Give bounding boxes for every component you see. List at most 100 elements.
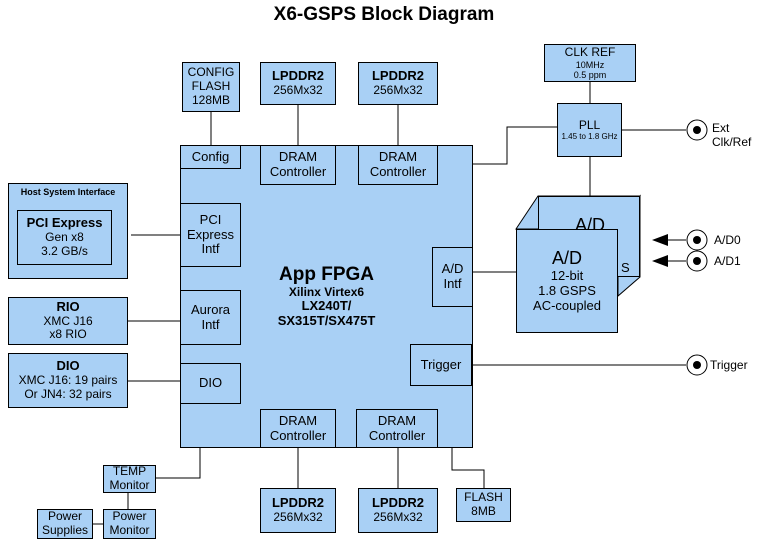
config-flash-line3: 128MB: [191, 92, 231, 107]
ad-intf-block: A/D Intf: [432, 247, 473, 307]
clk-ref-line2: 10MHz: [575, 59, 605, 70]
ad-intf-line2: Intf: [443, 276, 462, 291]
lpddr-br-size: 256Mx32: [373, 510, 423, 525]
ad0-label: A/D0: [714, 233, 741, 247]
fpga-title: App FPGA: [279, 263, 374, 285]
lpddr-bl-name: LPDDR2: [271, 495, 324, 511]
lpddr2-top-right: LPDDR2 256Mx32: [358, 62, 438, 105]
pci-express-title: PCI Express: [26, 215, 103, 231]
rio-line1: XMC J16: [43, 313, 93, 328]
power-supplies-line1: Power: [47, 509, 82, 524]
dio-intf-block: DIO: [180, 363, 241, 404]
ad-back-line1: S: [621, 260, 630, 275]
clk-ref-line3: 0.5 ppm: [573, 69, 607, 80]
line-flash: [451, 448, 485, 488]
fpga-line1: Xilinx Virtex6: [288, 284, 365, 299]
flash-block: FLASH 8MB: [456, 488, 511, 522]
temp-monitor-block: TEMP Monitor: [103, 464, 156, 493]
dio-line1: XMC J16: 19 pairs: [18, 373, 118, 388]
dram-tr-line2: Controller: [369, 164, 427, 179]
arrow-ad0: [652, 234, 668, 246]
config-flash-line2: FLASH: [191, 79, 231, 94]
pci-intf-line1: PCI: [199, 211, 222, 227]
diagram-title: X6-GSPS Block Diagram: [273, 4, 495, 25]
dio-line2: Or JN4: 32 pairs: [24, 386, 112, 401]
connectors: [686, 119, 708, 376]
dram-controller-bottom-right: DRAM Controller: [356, 409, 438, 448]
trigger-label: Trigger: [710, 358, 748, 372]
pci-express-bandwidth: 3.2 GB/s: [41, 243, 88, 258]
dram-controller-bottom-left: DRAM Controller: [260, 409, 336, 448]
ad-front-line1: 12-bit: [550, 267, 584, 283]
dram-bl-line2: Controller: [269, 427, 327, 443]
dram-controller-top-left: DRAM Controller: [260, 145, 336, 185]
dram-br-line1: DRAM: [377, 412, 417, 428]
dio-block: DIO XMC J16: 19 pairs Or JN4: 32 pairs: [8, 353, 128, 408]
aurora-intf-block: Aurora Intf: [180, 290, 241, 345]
power-monitor-line1: Power: [112, 509, 147, 524]
power-supplies-line2: Supplies: [41, 523, 89, 537]
dram-br-line2: Controller: [368, 427, 426, 443]
trigger-block-label: Trigger: [420, 356, 462, 372]
power-supplies-block: Power Supplies: [37, 509, 93, 539]
dio-title: DIO: [56, 358, 80, 374]
pci-intf-line3: Intf: [201, 241, 220, 257]
dram-controller-top-right: DRAM Controller: [358, 145, 438, 185]
pll-line2: 1.45 to 1.8 GHz: [561, 132, 618, 142]
flash-line2: 8MB: [471, 504, 496, 518]
dram-tl-line1: DRAM: [278, 149, 318, 165]
ad1-label: A/D1: [714, 254, 741, 268]
pci-express-block: PCI Express Gen x8 3.2 GB/s: [17, 210, 112, 265]
ext-clk-label: Ext Clk/Ref: [712, 121, 751, 150]
lpddr2-top-left: LPDDR2 256Mx32: [260, 62, 336, 105]
ad-front-line2: 1.8 GSPS: [538, 282, 596, 298]
line-temp: [155, 448, 201, 479]
fpga-line2: LX240T/: [301, 298, 352, 314]
lpddr2-bottom-right: LPDDR2 256Mx32: [358, 488, 438, 533]
flash-line1: FLASH: [464, 490, 503, 505]
dio-intf-label: DIO: [198, 375, 223, 391]
temp-monitor-line2: Monitor: [109, 478, 150, 492]
trigger-block: Trigger: [410, 344, 472, 386]
pci-intf-line2: Express: [187, 226, 234, 242]
arrow-ad1: [652, 255, 668, 267]
lpddr-br-name: LPDDR2: [371, 495, 424, 511]
ext-clk-line2: Clk/Ref: [712, 135, 752, 150]
rio-title: RIO: [56, 298, 80, 314]
config-flash-line1: CONFIG: [187, 65, 235, 80]
pll-block: PLL 1.45 to 1.8 GHz: [557, 103, 622, 157]
ad-front-title: A/D: [551, 248, 582, 269]
aurora-line1: Aurora: [190, 301, 231, 317]
pci-express-gen: Gen x8: [45, 230, 84, 245]
pll-line1: PLL: [578, 117, 601, 132]
power-monitor-block: Power Monitor: [103, 509, 156, 539]
config-flash-block: CONFIG FLASH 128MB: [182, 62, 240, 112]
lpddr2-bottom-left: LPDDR2 256Mx32: [260, 488, 336, 533]
aurora-line2: Intf: [201, 316, 220, 332]
lpddr-tl-size: 256Mx32: [273, 83, 323, 98]
clk-ref-block: CLK REF 10MHz 0.5 ppm: [544, 44, 636, 82]
lpddr-bl-size: 256Mx32: [273, 510, 323, 525]
lpddr-tl-name: LPDDR2: [271, 68, 324, 84]
config-block: Config: [180, 145, 241, 169]
fpga-line3: SX315T/SX475T: [277, 313, 376, 329]
ext-clk-line1: Ext: [712, 121, 730, 135]
power-monitor-line2: Monitor: [109, 523, 150, 537]
clk-ref-line1: CLK REF: [564, 44, 616, 59]
rio-line2: x8 RIO: [49, 327, 87, 342]
temp-monitor-line1: TEMP: [112, 464, 147, 479]
rio-block: RIO XMC J16 x8 RIO: [8, 297, 128, 345]
ad-front-line3: AC-coupled: [533, 297, 601, 313]
line-pll-fpga: [473, 126, 557, 165]
pci-express-intf-block: PCI Express Intf: [180, 203, 241, 267]
ad-front-block: A/D 12-bit 1.8 GSPS AC-coupled: [516, 229, 618, 333]
config-label: Config: [191, 148, 230, 164]
lpddr-tr-name: LPDDR2: [371, 68, 424, 84]
dram-tl-line2: Controller: [269, 164, 327, 179]
lpddr-tr-size: 256Mx32: [373, 83, 423, 98]
dram-bl-line1: DRAM: [278, 412, 318, 428]
host-system-interface-title: Host System Interface: [20, 187, 116, 197]
ad-intf-line1: A/D: [441, 261, 464, 277]
dram-tr-line1: DRAM: [378, 149, 418, 165]
